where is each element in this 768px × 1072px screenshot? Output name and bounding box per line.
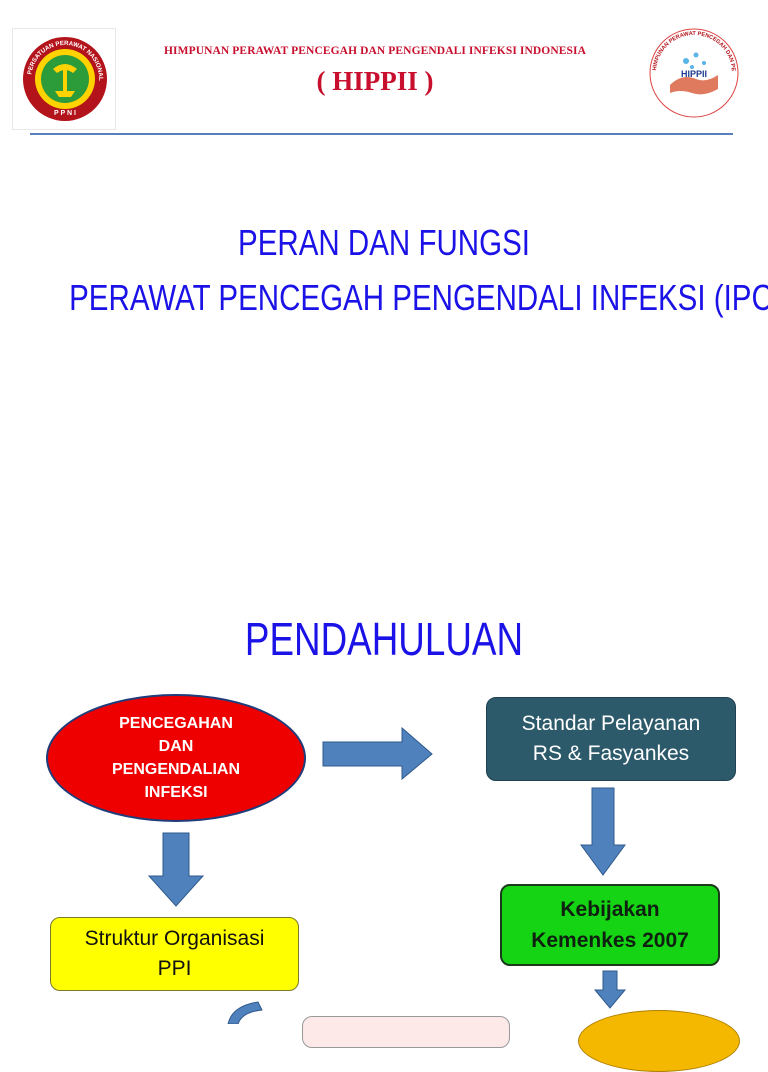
ppi-oval: PENCEGAHAN DAN PENGENDALIAN INFEKSI [46,694,306,822]
slide-title-line-1: PERAN DAN FUNGSI [238,222,530,263]
header-divider [30,133,733,135]
struktur-organisasi-box: Struktur Organisasi PPI [50,917,299,991]
ppi-line: PENCEGAHAN [119,715,233,732]
partial-box [302,1016,510,1048]
standar-line: RS & Fasyankes [532,742,690,765]
arrow-down-icon [580,787,626,876]
kebijakan-line: Kemenkes 2007 [531,929,689,952]
partial-oval [578,1010,740,1072]
curved-arrow-icon [227,1001,263,1024]
hippii-logo: HIMPUNAN PERAWAT PENCEGAH DAN PENGENDALI… [648,27,739,118]
slide-title-line-2: PERAWAT PENCEGAH PENGENDALI INFEKSI (IPC… [69,277,768,318]
ppi-line: PENGENDALIAN [111,761,240,778]
kebijakan-line: Kebijakan [560,898,660,921]
arrow-down-icon [147,832,205,907]
ppi-line: INFEKSI [144,784,208,801]
ppi-line: DAN [158,738,194,755]
ppni-logo-abbr: P P N I [54,110,76,117]
standar-pelayanan-box: Standar Pelayanan RS & Fasyankes [486,697,736,781]
org-name: HIMPUNAN PERAWAT PENCEGAH DAN PENGENDALI… [164,45,586,57]
ppni-emblem-icon: PERSATUAN PERAWAT NASIONAL INDONESIA P P… [11,24,107,121]
org-abbr: ( HIPPII ) [316,66,434,96]
arrow-right-icon [322,726,433,781]
section-title: PENDAHULUAN [244,613,524,665]
struktur-line: PPI [157,957,192,980]
standar-line: Standar Pelayanan [521,712,701,735]
ppni-logo: PERSATUAN PERAWAT NASIONAL INDONESIA P P… [11,24,116,130]
kebijakan-box: Kebijakan Kemenkes 2007 [500,884,720,966]
arrow-down-icon [593,970,627,1009]
hippii-logo-abbr: HIPPII [681,69,707,79]
hands-icon [670,75,718,95]
struktur-line: Struktur Organisasi [84,927,265,950]
